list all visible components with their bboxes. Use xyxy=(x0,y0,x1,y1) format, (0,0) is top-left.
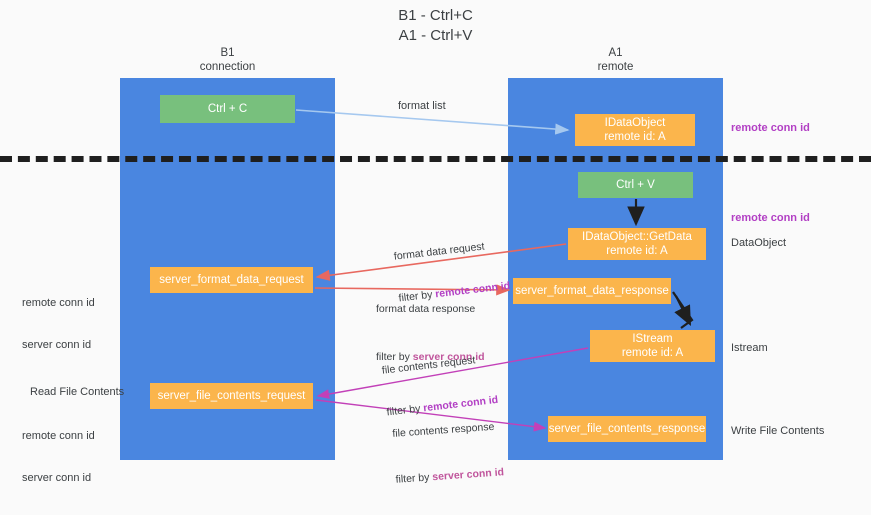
side-label-server-conn-id-left-2: server conn id xyxy=(22,472,92,484)
side-label-istream: Istream xyxy=(731,342,768,354)
side-label-server-conn-id-left-1: server conn id xyxy=(22,339,92,351)
node-idataobject[interactable]: IDataObject remote id: A xyxy=(575,114,695,146)
side-label-remote-conn-id-left-1: remote conn id xyxy=(22,297,95,309)
edge-label-format-data-response: format data response filter by server co… xyxy=(376,274,485,392)
side-label-conn-ids-top: remote conn id server conn id xyxy=(22,268,95,380)
diagram-canvas: B1 - Ctrl+C A1 - Ctrl+V B1 connection A1… xyxy=(0,7,871,486)
side-label-conn-ids-bottom: remote conn id server conn id xyxy=(22,401,95,513)
edge-label-file-contents-response-text: file contents response xyxy=(392,420,495,440)
edge-label-file-contents-request-text: file contents request xyxy=(381,354,477,377)
edge-label-format-data-request-text: format data request xyxy=(393,240,486,263)
node-ctrl-c[interactable]: Ctrl + C xyxy=(160,95,295,123)
node-idataobject-getdata[interactable]: IDataObject::GetData remote id: A xyxy=(568,228,706,260)
side-label-read-file-contents: Read File Contents xyxy=(30,386,125,398)
edge-label-format-data-response-filter: filter by server conn id xyxy=(376,351,485,363)
node-server-file-contents-request[interactable]: server_file_contents_request xyxy=(150,383,313,409)
edge-label-format-data-response-text: format data response xyxy=(376,303,476,315)
edge-label-format-list: format list xyxy=(398,100,446,112)
side-label-remote-conn-id-top: remote conn id xyxy=(731,122,810,134)
side-label-remote-conn-id-left-2: remote conn id xyxy=(22,430,95,442)
side-label-remote-conn-id-mid: remote conn id xyxy=(731,212,810,224)
node-ctrl-v[interactable]: Ctrl + V xyxy=(578,172,693,198)
swimlane-header-b1: B1 connection xyxy=(199,47,256,73)
edge-label-file-contents-response: file contents response filter by server … xyxy=(390,391,506,514)
side-label-dataobject: DataObject xyxy=(731,237,787,249)
node-server-format-data-request[interactable]: server_format_data_request xyxy=(150,267,313,293)
edge-label-file-contents-response-filter: filter by server conn id xyxy=(395,466,505,486)
page-title: B1 - Ctrl+C A1 - Ctrl+V xyxy=(398,7,473,44)
side-label-write-file-contents: Write File Contents xyxy=(731,425,825,437)
node-istream[interactable]: IStream remote id: A xyxy=(590,330,715,362)
node-server-format-data-response[interactable]: server_format_data_response xyxy=(513,278,671,304)
phase-divider xyxy=(0,156,871,162)
node-server-file-contents-response[interactable]: server_file_contents_response xyxy=(548,416,706,442)
swimlane-header-a1: A1 remote xyxy=(597,47,634,73)
